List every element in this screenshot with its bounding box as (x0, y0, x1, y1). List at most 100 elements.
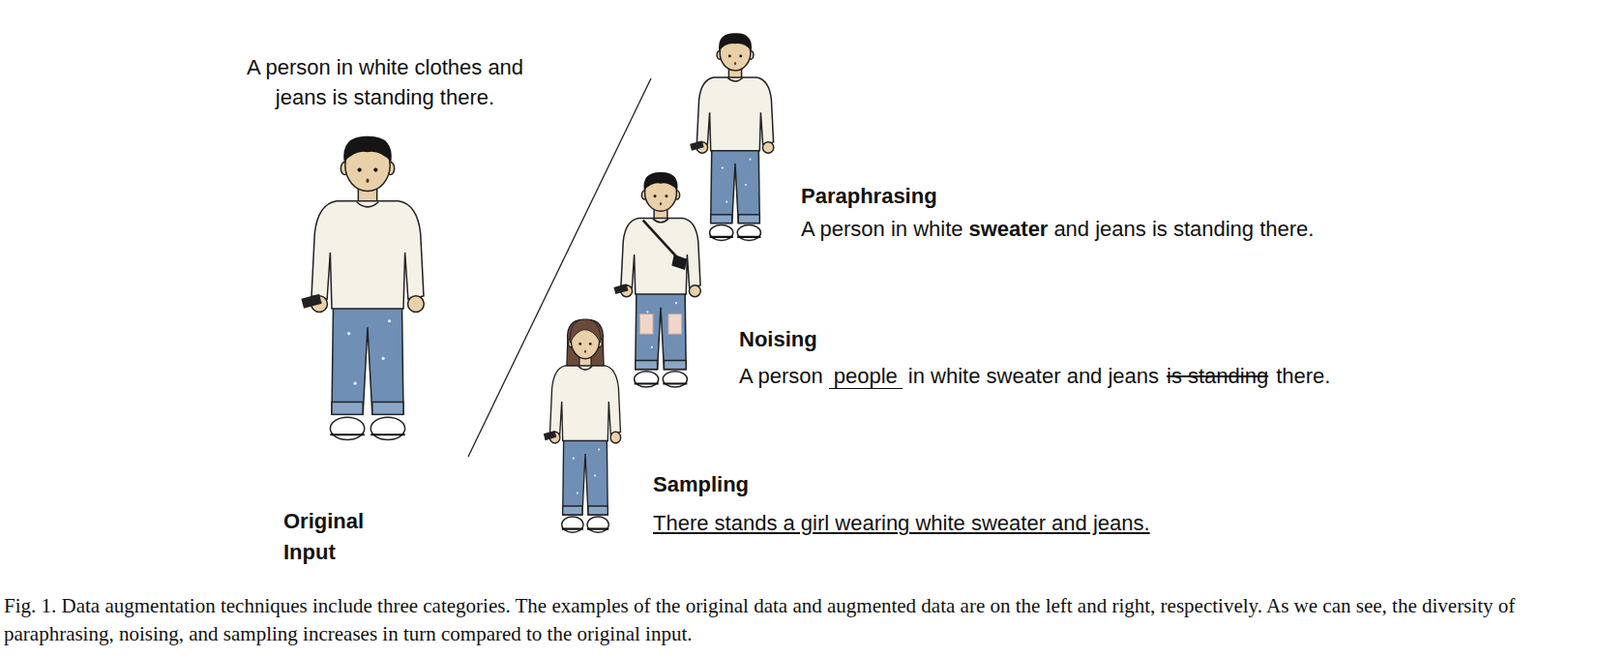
text-run: A person (739, 363, 824, 388)
person-figure (689, 32, 774, 240)
hair (718, 32, 752, 51)
panel-label: Original Input (283, 505, 381, 568)
shoe (562, 516, 584, 533)
eye (589, 342, 593, 346)
text-run: and jeans is standing there. (1053, 216, 1314, 241)
paraphrased-sentence: A person in whitesweaterand jeans is sta… (800, 216, 1314, 242)
hair (343, 136, 392, 163)
sweater (621, 217, 701, 295)
knee-patch (668, 314, 682, 335)
shoe (329, 416, 364, 440)
knee-patch (639, 314, 653, 335)
collar (727, 78, 742, 83)
jeans-highlight (597, 447, 600, 450)
phone (300, 294, 322, 309)
jeans-highlight (593, 474, 596, 476)
jeans-cuff (738, 214, 760, 224)
mouth (365, 178, 369, 184)
eye (739, 54, 742, 58)
jeans (711, 144, 761, 223)
text-run: there. (1275, 363, 1331, 388)
shoe (587, 516, 609, 533)
sweater (311, 201, 424, 309)
collar (578, 366, 593, 371)
person-figure (300, 136, 424, 441)
text-run: sweater (968, 216, 1048, 241)
jeans-highlight (572, 456, 575, 459)
hand (762, 142, 773, 153)
text-run: is standing (1164, 363, 1271, 388)
jeans-highlight (646, 310, 649, 313)
eye (664, 194, 668, 198)
shoe (737, 225, 761, 241)
text-run: Paraphrasing (800, 183, 938, 208)
hand (408, 296, 425, 313)
input-sentence: A person in white clothes and jeans is s… (220, 52, 550, 113)
mouth (659, 202, 662, 206)
shoe (662, 371, 687, 387)
eye (653, 194, 657, 198)
collar (652, 218, 669, 223)
text-run: people (829, 363, 903, 389)
sweater (696, 77, 773, 151)
eye (728, 54, 732, 58)
text-run: There stands a girl wearing white sweate… (652, 510, 1151, 535)
jeans-highlight (387, 319, 391, 323)
sole (634, 382, 688, 385)
jeans-cuff (711, 214, 733, 224)
sole (329, 433, 405, 436)
hand (610, 431, 622, 444)
sole (562, 528, 610, 531)
noised-sentence: A personpeoplein white sweater and jeans… (739, 363, 1331, 389)
jeans-highlight (744, 183, 747, 186)
jeans-highlight (576, 491, 579, 494)
figure-caption: Fig. 1. Data augmentation techniques inc… (3, 592, 1597, 649)
person-figure (543, 319, 622, 533)
sweater (550, 365, 622, 442)
jeans (562, 434, 609, 515)
shoe (370, 416, 405, 440)
jeans-highlight (381, 356, 385, 360)
jeans (635, 287, 686, 369)
hair (569, 319, 601, 343)
jeans-cuff (562, 505, 583, 515)
person-figure (613, 172, 701, 387)
jeans-cuff (372, 401, 404, 415)
phone (689, 140, 705, 150)
hand (688, 285, 701, 297)
jeans-highlight (748, 158, 751, 161)
mouth (734, 61, 737, 65)
text-run: Noising (739, 326, 818, 352)
text-run: in white sweater and jeans (908, 363, 1159, 388)
shoe (710, 225, 734, 241)
jeans-highlight (651, 346, 653, 349)
category-title: Sampling (652, 472, 749, 498)
sole (710, 236, 762, 238)
jeans-cuff (663, 360, 686, 370)
phone (543, 430, 557, 441)
hair (643, 172, 678, 191)
eye (373, 167, 378, 172)
sampled-sentence: There stands a girl wearing white sweate… (652, 510, 1151, 536)
jeans-highlight (721, 166, 724, 169)
jeans-cuff (331, 401, 363, 415)
collar (356, 202, 380, 208)
category-title: Noising (739, 326, 818, 353)
text-run: Sampling (652, 472, 749, 497)
hair-back (566, 320, 604, 372)
jeans-highlight (354, 382, 357, 386)
category-title: Paraphrasing (800, 183, 938, 209)
jeans-highlight (347, 331, 351, 335)
bag (671, 254, 687, 270)
jeans-highlight (675, 301, 678, 304)
eye (578, 342, 582, 346)
jeans (331, 298, 404, 415)
mouth (584, 350, 587, 354)
eye (357, 167, 362, 172)
jeans-highlight (725, 201, 728, 204)
phone (613, 283, 628, 295)
jeans-cuff (588, 505, 608, 515)
text-run: Original Input (283, 508, 364, 564)
text-run: A person in white clothes and jeans is s… (246, 55, 524, 110)
